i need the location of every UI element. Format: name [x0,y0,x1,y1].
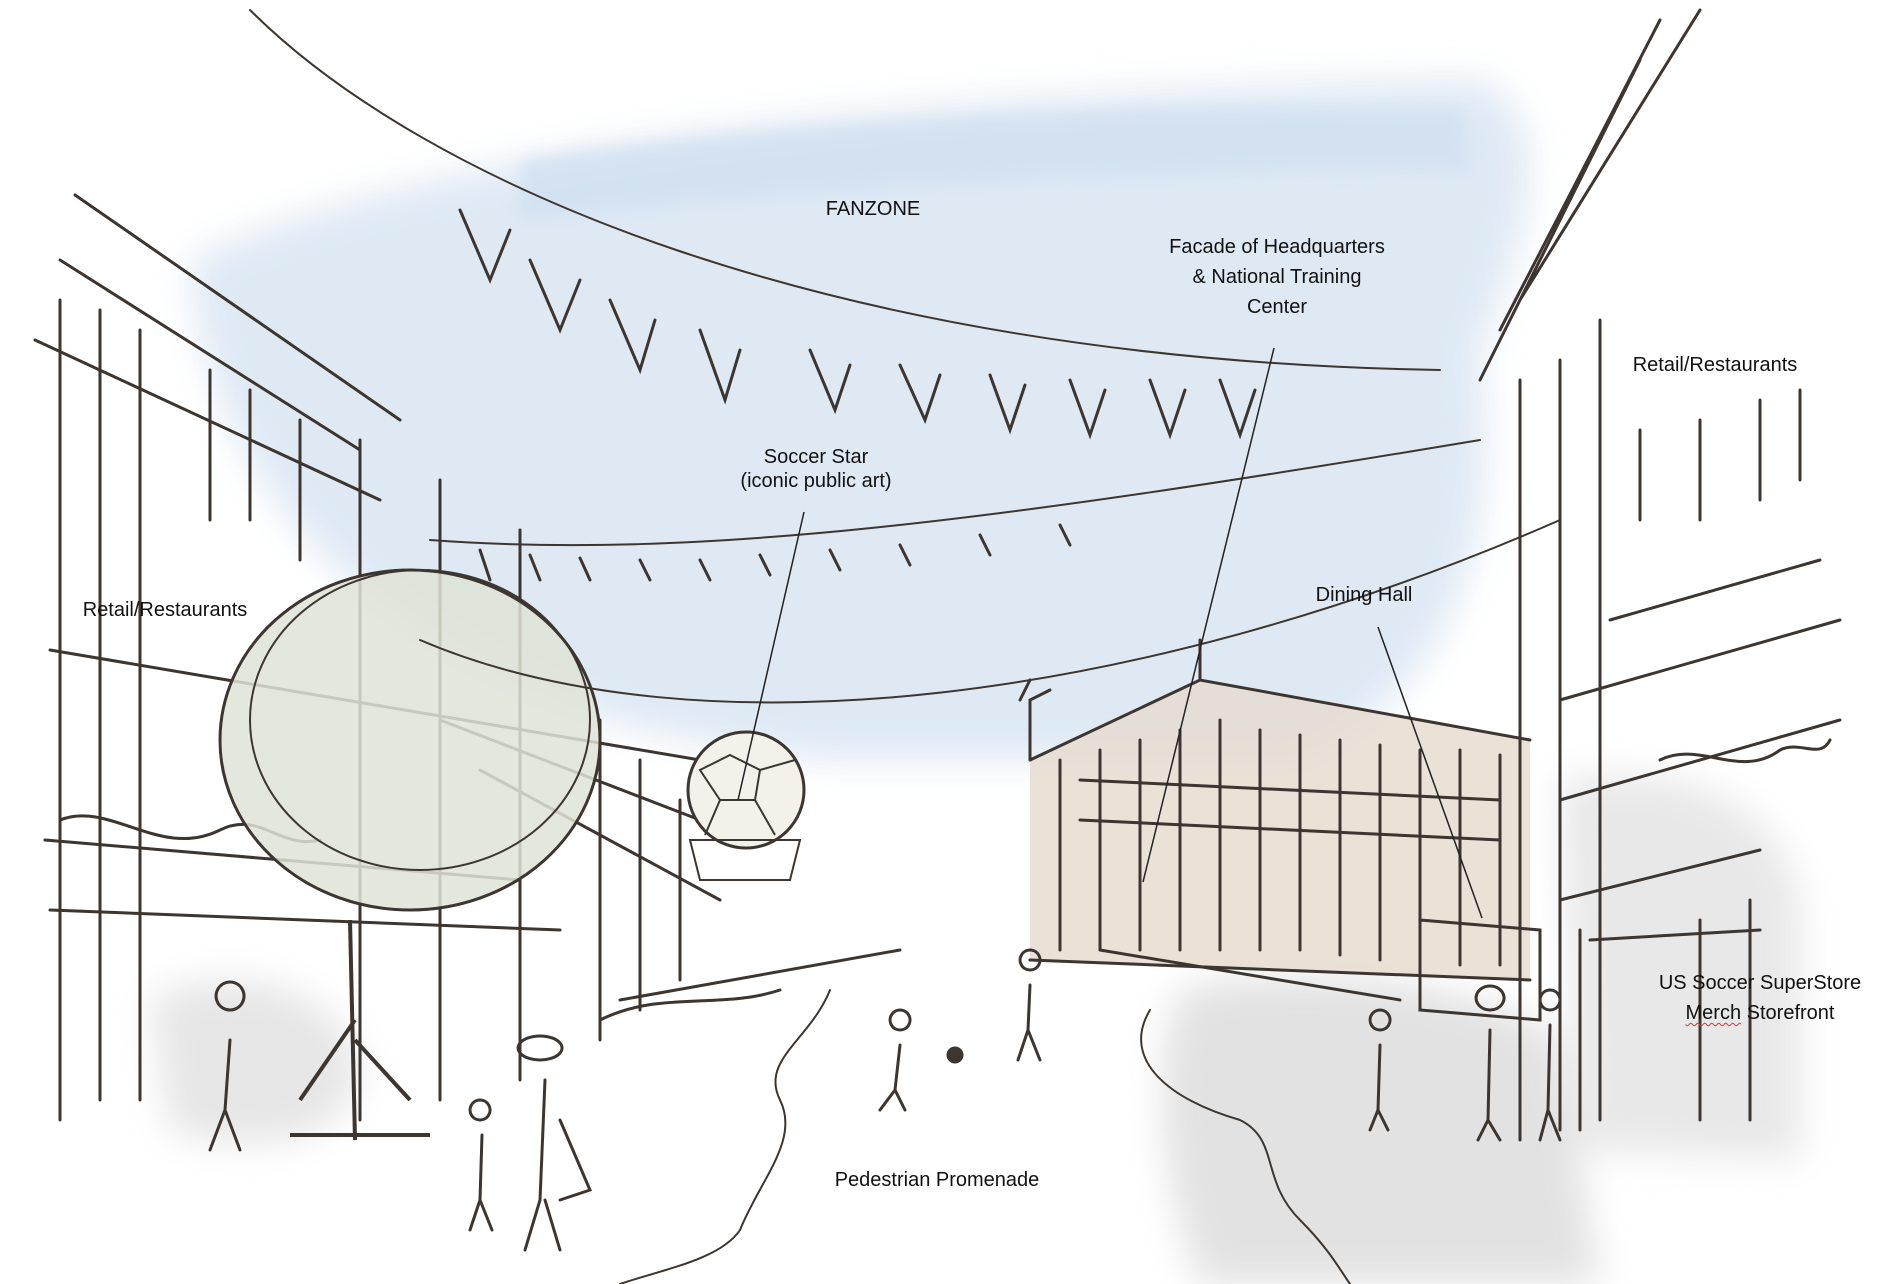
superstore-label: US Soccer SuperStore Merch Storefront [1659,968,1861,1028]
dining-hall-label: Dining Hall [1316,580,1413,610]
facade-label-line-1: Facade of Headquarters [1169,236,1385,258]
headquarters-facade-sketch [1018,638,1542,1022]
right-buildings-sketch [1478,8,1842,1142]
superstore-word-storefront: Storefront [1746,1002,1835,1024]
dining-hall-text: Dining Hall [1315,584,1413,606]
leader-line-dining-hall [1377,626,1483,919]
facade-label-line-3: Center [1246,296,1308,318]
leader-line-facade [1142,347,1275,883]
annotation-leader-lines [737,347,1483,919]
retail-right-label: Retail/Restaurants [1633,350,1798,380]
promenade-label: Pedestrian Promenade [835,1165,1040,1195]
superstore-label-line-1: US Soccer SuperStore [1658,972,1862,994]
sky-wash [190,80,1530,760]
pennant-bunting [249,9,1561,704]
retail-left-label: Retail/Restaurants [83,595,248,625]
soccer-ball-sculpture [686,730,806,881]
superstore-label-line-2: Merch Storefront [1659,998,1861,1028]
fanzone-label: FANZONE [826,194,920,224]
leader-line-soccer-star [737,511,805,801]
pedestrians-sketch [208,948,1562,1252]
tree-sketch [218,568,602,1141]
superstore-word-merch: Merch [1685,1002,1742,1024]
soccer-star-label: Soccer Star (iconic public art) [740,445,891,493]
retail-left-text: Retail/Restaurants [82,599,248,621]
retail-right-text: Retail/Restaurants [1632,354,1798,376]
facade-label-line-2: & National Training [1192,266,1362,288]
soccer-star-label-line-1: Soccer Star [763,446,869,468]
fanzone-text: FANZONE [825,198,921,220]
promenade-text: Pedestrian Promenade [834,1169,1040,1191]
promenade-path-lines [619,989,1351,1284]
soccer-star-label-line-2: (iconic public art) [740,470,892,492]
facade-label: Facade of Headquarters & National Traini… [1169,232,1385,322]
